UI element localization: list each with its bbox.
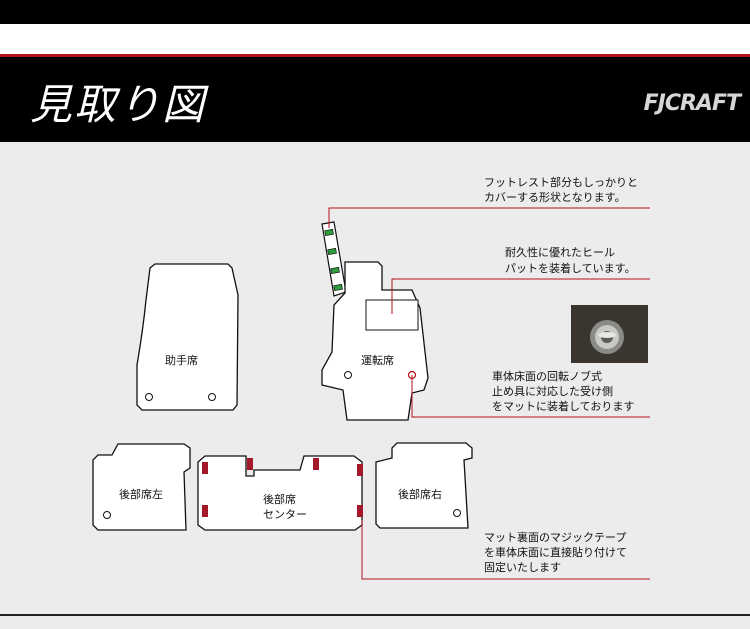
rear-right-mat-label: 後部席右 <box>398 487 442 501</box>
footrest-pad <box>327 247 337 256</box>
hook-note-2: 止め具に対応した受け側 <box>492 384 613 398</box>
driver-hook-hole <box>344 371 352 379</box>
rear-center-mat-label-2: センター <box>263 508 307 521</box>
velcro-note-1: マット裏面のマジックテープ <box>484 530 626 544</box>
header-banner: 見取り図 FJCRAFT <box>0 54 750 142</box>
velcro-tab <box>202 505 208 517</box>
rear-right-mat <box>375 442 473 529</box>
heel-note-1: 耐久性に優れたヒール <box>505 245 615 259</box>
passenger-mat-label: 助手席 <box>165 353 198 367</box>
rear-right-hook-hole <box>453 509 461 517</box>
hook-photo <box>571 305 648 363</box>
rear-center-mat-label: 後部席 <box>263 492 296 506</box>
rear-center-mat <box>197 455 363 531</box>
velcro-note-2: を車体床面に直接貼り付けて <box>484 545 627 559</box>
white-strip <box>0 24 750 54</box>
velcro-leader-line <box>361 520 650 580</box>
bottom-divider <box>0 614 750 616</box>
velcro-tab <box>247 458 253 470</box>
page-title: 見取り図 <box>30 80 207 129</box>
rear-left-mat <box>92 443 191 531</box>
velcro-tab <box>313 458 319 470</box>
rear-left-hook-hole <box>103 511 111 519</box>
footrest-note-1: フットレスト部分もしっかりと <box>484 175 638 189</box>
hook-note-1: 車体床面の回転ノブ式 <box>492 369 602 383</box>
footrest-pad <box>330 266 340 275</box>
driver-mat-label: 運転席 <box>361 353 394 367</box>
footrest-pad <box>324 228 334 237</box>
passenger-hook-hole <box>208 393 216 401</box>
brand-logo: FJCRAFT <box>643 91 741 116</box>
velcro-tab <box>357 505 363 517</box>
passenger-mat <box>136 263 239 411</box>
hook-note-3: をマットに装着しております <box>492 399 634 413</box>
heel-leader-line <box>391 278 650 314</box>
velcro-tab <box>202 462 208 474</box>
passenger-hook-hole <box>145 393 153 401</box>
footrest-pad <box>333 283 343 292</box>
footrest-leader-line <box>328 207 650 228</box>
footrest-note-2: カバーする形状となります。 <box>484 190 626 204</box>
heel-note-2: パットを装着しています。 <box>505 261 636 275</box>
velcro-note-3: 固定いたします <box>484 560 561 574</box>
hook-leader-line <box>411 375 650 418</box>
rear-left-mat-label: 後部席左 <box>119 487 163 501</box>
velcro-tab <box>357 464 363 476</box>
top-bar <box>0 0 750 24</box>
